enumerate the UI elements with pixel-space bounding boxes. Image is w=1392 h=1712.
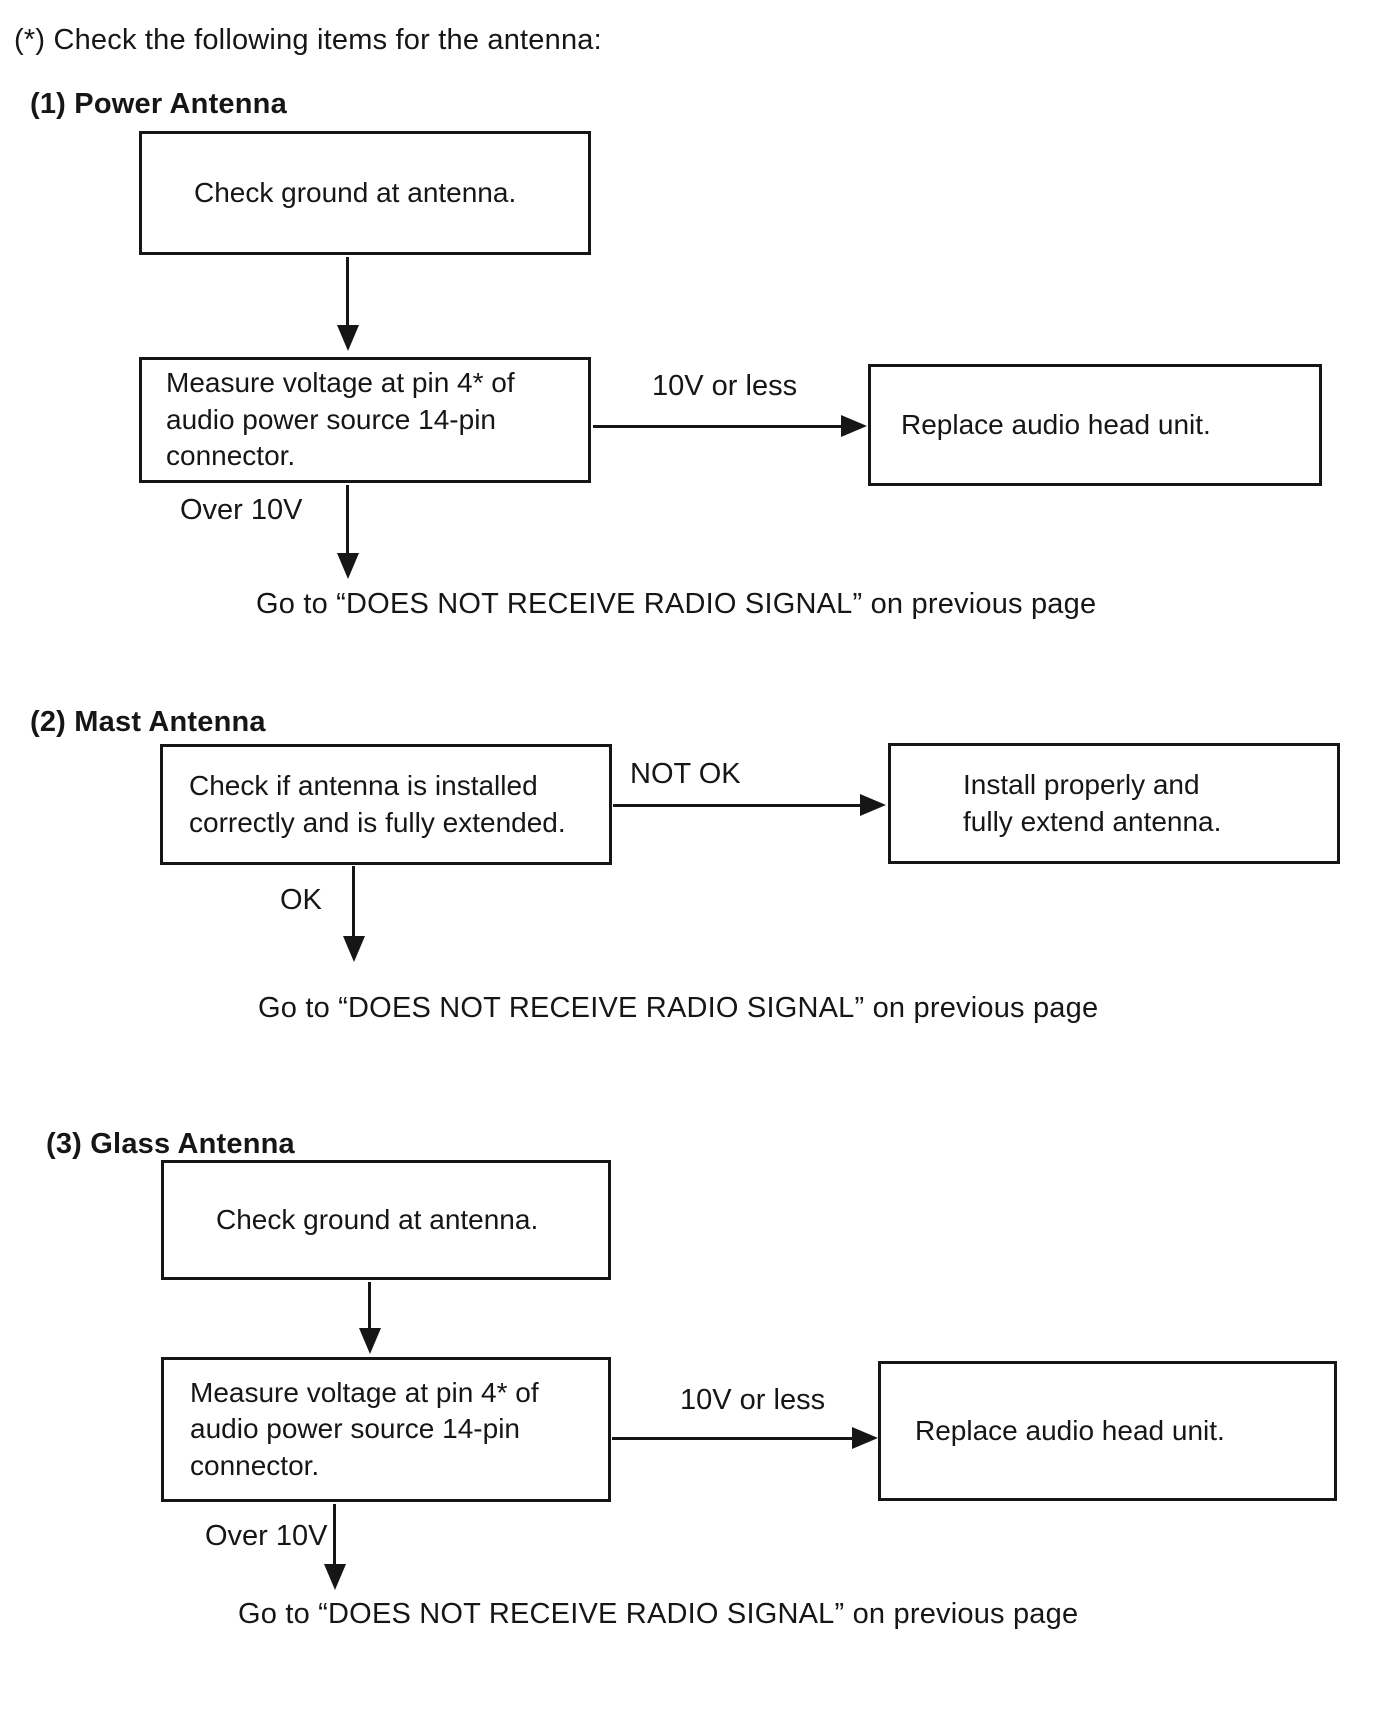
s2-right-connector-arrowhead [860, 794, 886, 816]
s3-step-measure-voltage-box: Measure voltage at pin 4* of audio power… [161, 1357, 611, 1502]
s3-down-connector-2-arrowhead [324, 1564, 346, 1590]
s1-result-replace-head-unit-box: Replace audio head unit. [868, 364, 1322, 486]
s2-goto-text: Go to “DOES NOT RECEIVE RADIO SIGNAL” on… [258, 992, 1099, 1024]
s2-pass-label: OK [280, 884, 322, 916]
s1-down-connector-2-arrowhead [337, 553, 359, 579]
s2-right-connector-shaft [613, 804, 860, 807]
s1-right-connector-arrowhead [841, 415, 867, 437]
s1-step-measure-voltage-box: Measure voltage at pin 4* of audio power… [139, 357, 591, 483]
s2-down-connector-arrowhead [343, 936, 365, 962]
s3-right-connector-shaft [612, 1437, 852, 1440]
section-1-heading: (1) Power Antenna [30, 88, 287, 120]
s1-down-connector-1-arrowhead [337, 325, 359, 351]
s3-branch-label: 10V or less [680, 1384, 826, 1416]
s3-down-connector-2-shaft [333, 1504, 336, 1564]
s2-down-connector-shaft [352, 866, 355, 936]
section-3-heading: (3) Glass Antenna [46, 1128, 295, 1160]
s3-step-check-ground-box: Check ground at antenna. [161, 1160, 611, 1280]
s3-right-connector-arrowhead [852, 1427, 878, 1449]
s3-result-replace-head-unit-box: Replace audio head unit. [878, 1361, 1337, 1501]
page-header: (*) Check the following items for the an… [14, 24, 602, 56]
s2-result-install-properly-box: Install properly and fully extend antenn… [888, 743, 1340, 864]
s1-right-connector-shaft [593, 425, 841, 428]
s1-branch-label: 10V or less [652, 370, 798, 402]
s1-step-check-ground-box: Check ground at antenna. [139, 131, 591, 255]
s3-down-connector-1-shaft [368, 1282, 371, 1328]
s3-pass-label: Over 10V [205, 1520, 328, 1552]
s1-down-connector-1-shaft [346, 257, 349, 325]
s2-branch-label: NOT OK [630, 758, 741, 790]
section-2-heading: (2) Mast Antenna [30, 706, 266, 738]
s3-down-connector-1-arrowhead [359, 1328, 381, 1354]
s1-goto-text: Go to “DOES NOT RECEIVE RADIO SIGNAL” on… [256, 588, 1097, 620]
s1-down-connector-2-shaft [346, 485, 349, 553]
s2-step-check-install-box: Check if antenna is installed correctly … [160, 744, 612, 865]
s1-pass-label: Over 10V [180, 494, 303, 526]
s3-goto-text: Go to “DOES NOT RECEIVE RADIO SIGNAL” on… [238, 1598, 1079, 1630]
